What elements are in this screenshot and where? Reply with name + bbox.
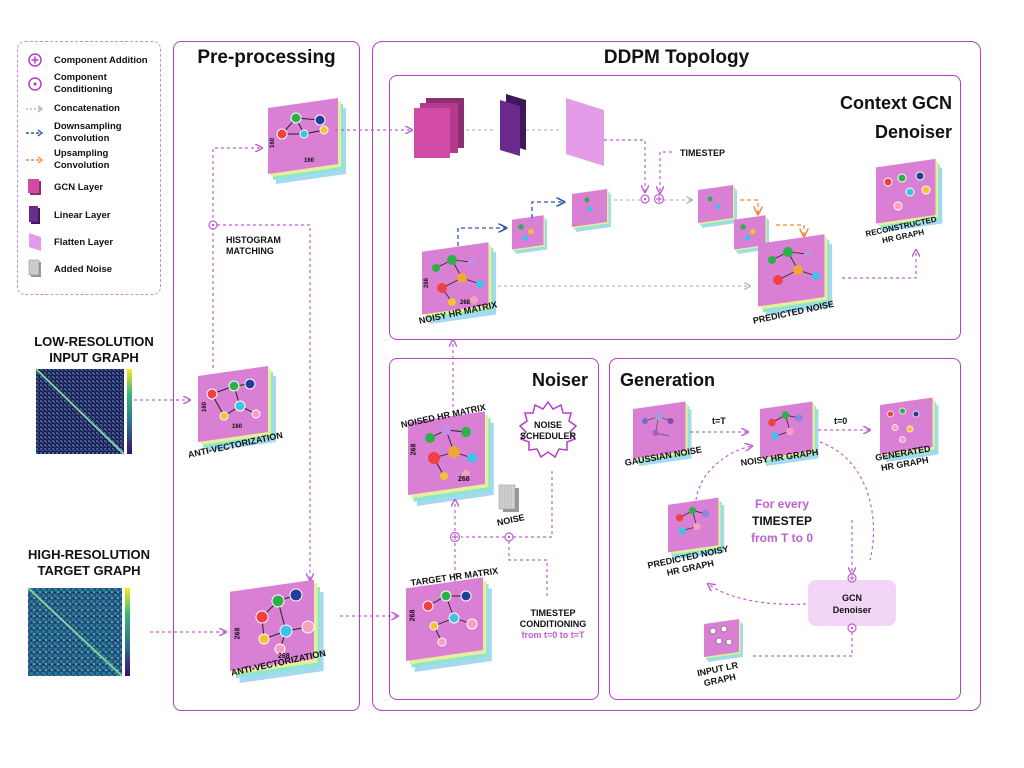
noise-patch	[498, 484, 519, 512]
target-hr-matrix-card	[406, 577, 492, 672]
dot-circle-icon	[26, 77, 44, 91]
generated-hr-card	[880, 397, 939, 462]
dim-268-hr-bottom: 268	[278, 653, 290, 660]
lr-antivec-card	[198, 366, 276, 452]
noiser-title: Noiser	[531, 370, 588, 390]
arrow-hist-to-hr	[217, 224, 310, 580]
reconstructed-hr-card	[876, 158, 943, 232]
dim-160-matched-bottom: 160	[304, 158, 315, 164]
context-gcn-denoiser-panel	[389, 75, 961, 340]
predicted-noisy-hr-card	[668, 497, 725, 560]
dim-160-lr-bottom: 160	[232, 424, 243, 430]
down1-card	[512, 215, 548, 254]
blue-dashed-arrow-icon	[26, 129, 44, 137]
legend-item-addition: Component Addition	[26, 53, 148, 67]
ddpm-topology-panel	[372, 41, 981, 711]
flatten-layer-block	[566, 98, 604, 166]
plus-circle-icon	[26, 53, 44, 67]
legend-item-added-noise: Added Noise	[26, 259, 112, 279]
orange-dashed-arrow-icon	[26, 156, 44, 164]
gcn-layer-icon	[26, 177, 44, 197]
dim-268-hr: 268	[234, 627, 242, 640]
gcn-denoiser-box	[808, 580, 896, 626]
noise-scheduler-star	[518, 400, 578, 460]
noised-hr-matrix-card	[408, 411, 494, 506]
legend: Component Addition Component Conditionin…	[17, 41, 161, 295]
dim-268-noisy: 268	[424, 277, 431, 289]
gaussian-noise-card	[633, 401, 692, 466]
preprocessing-title: Pre-processing	[197, 47, 336, 68]
up1-card	[698, 185, 737, 228]
dim-268-noisy-bottom: 268	[460, 300, 471, 306]
generation-title: Generation	[620, 370, 716, 390]
flatten-layer-icon	[26, 231, 44, 253]
legend-item-upsampling: Upsampling Convolution	[26, 148, 144, 172]
down2-card	[572, 189, 611, 232]
arrow-histogram-matching	[212, 148, 262, 368]
timestep-label-context: TIMESTEP	[680, 148, 726, 158]
gray-dashed-arrow-icon	[26, 105, 44, 113]
t-eq-0-label: t=0	[834, 416, 848, 426]
ddpm-title: DDPM Topology	[603, 47, 750, 68]
gcn-layer-block	[414, 98, 464, 158]
legend-item-linear-layer: Linear Layer	[26, 204, 111, 226]
lr-input-heatmap	[35, 368, 132, 455]
predicted-noise-card	[758, 234, 833, 316]
noiser-panel	[389, 358, 599, 700]
dim-268-noised-bottom: 268	[458, 476, 470, 483]
dim-268-noised: 268	[410, 443, 418, 456]
legend-item-gcn-layer: GCN Layer	[26, 177, 103, 197]
legend-item-conditioning: Component Conditioning	[26, 72, 156, 96]
hr-antivec-card	[230, 579, 324, 683]
linear-layer-block	[500, 94, 526, 156]
matched-graph-card	[268, 98, 346, 184]
noisy-hr-matrix-card	[422, 242, 497, 324]
for-every-timestep-label: For every TIMESTEP from T to 0	[751, 497, 813, 545]
preprocessing-panel	[173, 41, 360, 711]
input-lr-card	[704, 619, 743, 662]
noise-icon	[26, 259, 44, 279]
dim-160-matched: 160	[270, 137, 277, 149]
t-eq-T-label: t=T	[712, 416, 726, 426]
generation-panel	[609, 358, 961, 700]
dim-160-lr: 160	[202, 401, 209, 413]
legend-item-flatten-layer: Flatten Layer	[26, 231, 113, 253]
legend-item-downsampling: Downsampling Convolution	[26, 121, 144, 145]
linear-layer-icon	[26, 204, 44, 226]
legend-item-concatenation: Concatenation	[26, 103, 120, 114]
dim-268-target: 268	[409, 609, 417, 622]
noisy-hr-graph-card	[760, 401, 819, 466]
hr-target-heatmap	[27, 587, 130, 677]
up2-card	[734, 215, 770, 254]
